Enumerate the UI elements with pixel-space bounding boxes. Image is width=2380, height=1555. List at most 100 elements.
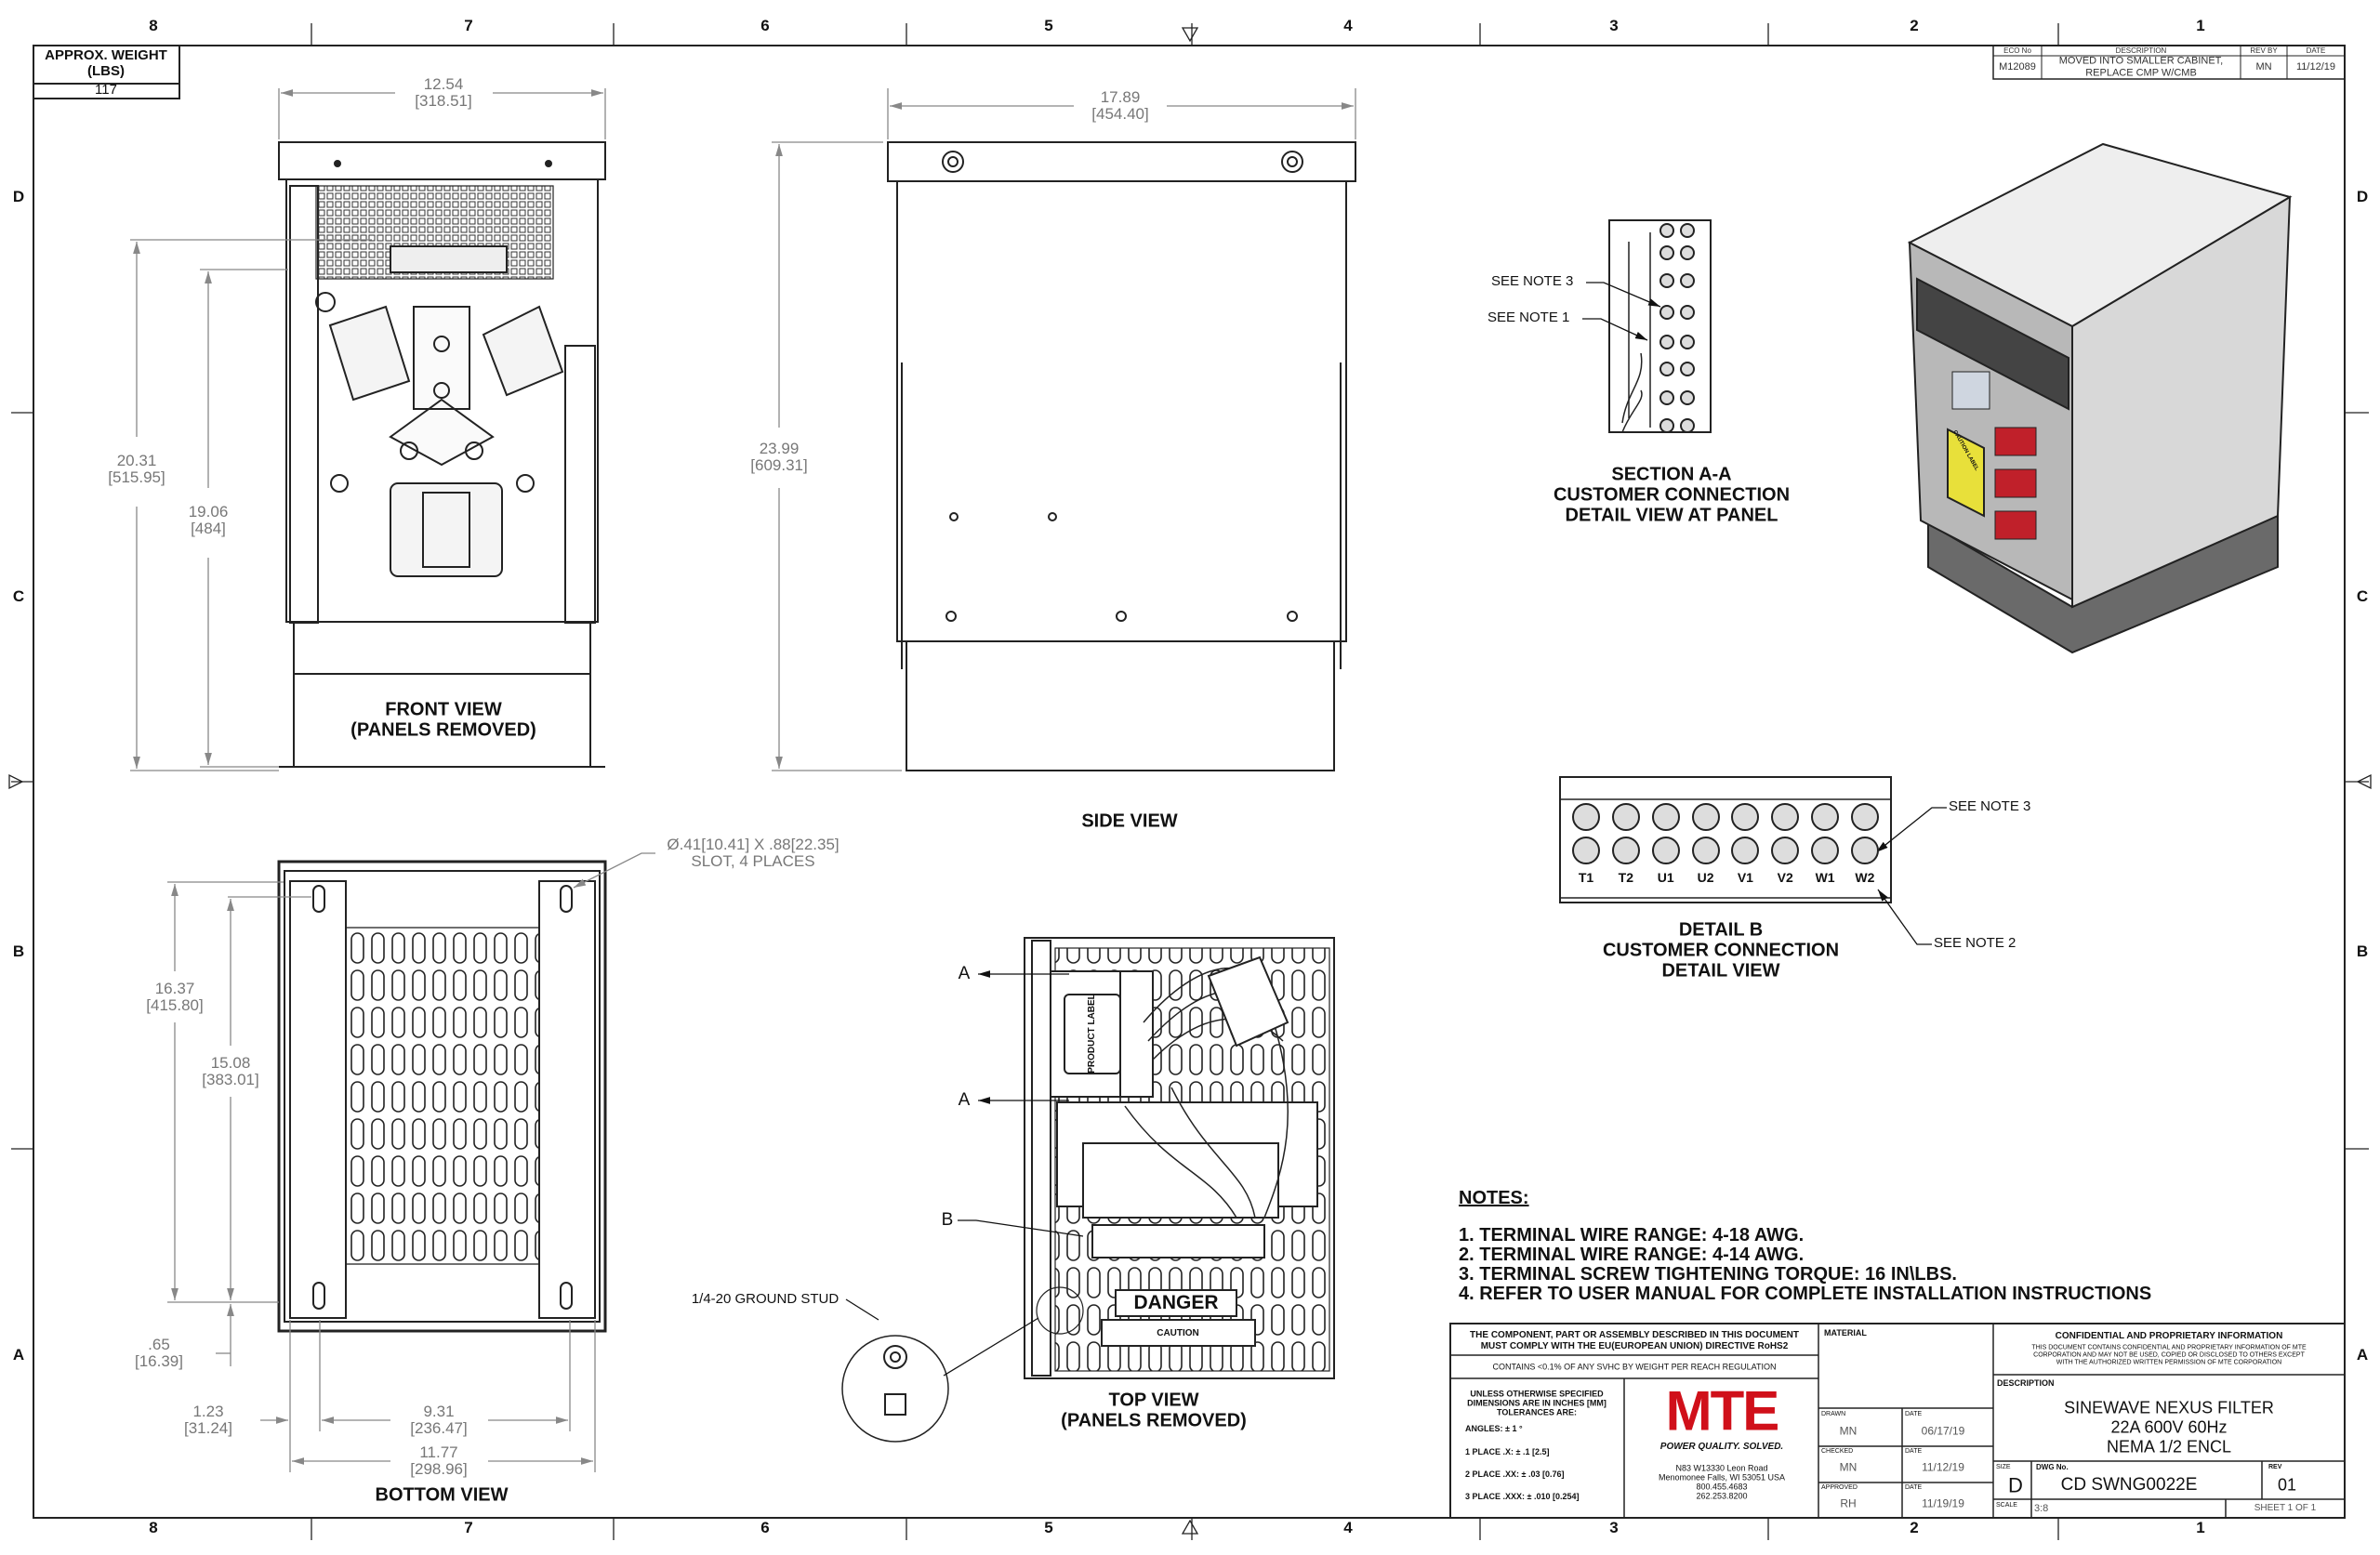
- terminal-u1: U1: [1647, 803, 1685, 896]
- screw-icon: [1611, 837, 1640, 864]
- screw-icon: [1731, 803, 1760, 831]
- size-label: SIZE: [1996, 1464, 2011, 1470]
- weight-value: 117: [95, 82, 117, 99]
- tolerance-line-1: UNLESS OTHERWISE SPECIFIED: [1470, 1389, 1604, 1399]
- slot-note: Ø.41[10.41] X .88[22.35]SLOT, 4 PLACES: [667, 836, 840, 870]
- section-aa-leaders: [1582, 282, 1661, 341]
- side-view-drawing: [887, 141, 1356, 771]
- zone-row-a-right: A: [2356, 1346, 2369, 1364]
- drawn-by: MN: [1839, 1424, 1858, 1438]
- product-label-text: PRODUCT LABEL: [1086, 994, 1097, 1074]
- zone-col-8-bottom: 8: [149, 1519, 158, 1537]
- checked-date: 11/12/19: [1922, 1460, 1964, 1474]
- terminal-t2: T2: [1607, 803, 1645, 896]
- size-value: D: [2008, 1473, 2023, 1497]
- rev-by: MN: [2255, 61, 2272, 73]
- notes-heading: NOTES:: [1459, 1188, 1529, 1208]
- zone-col-8: 8: [149, 17, 158, 35]
- svhc-text: CONTAINS <0.1% OF ANY SVHC BY WEIGHT PER…: [1492, 1362, 1777, 1372]
- detail-b-subtitle-1: CUSTOMER CONNECTION: [1602, 940, 1840, 961]
- rev-header-eco: ECO No: [2003, 46, 2031, 55]
- address-line-2: Menomonee Falls, WI 53051 USA: [1658, 1472, 1786, 1483]
- rev-description-2: REPLACE CMP W/CMB: [2085, 67, 2197, 79]
- terminal-label: V1: [1737, 870, 1753, 885]
- mte-tagline: POWER QUALITY. SOLVED.: [1659, 1441, 1784, 1452]
- tolerance-line-3: TOLERANCES ARE:: [1496, 1407, 1578, 1417]
- terminal-label: U2: [1697, 870, 1714, 885]
- danger-label: DANGER: [1133, 1291, 1219, 1313]
- zone-col-7: 7: [464, 17, 473, 35]
- zone-col-5-bottom: 5: [1044, 1519, 1053, 1537]
- zone-col-6-bottom: 6: [760, 1519, 770, 1537]
- section-aa-callout-note3: SEE NOTE 3: [1491, 273, 1574, 289]
- zone-col-1: 1: [2196, 17, 2205, 35]
- screw-icon: [1811, 803, 1840, 831]
- rev-description-1: MOVED INTO SMALLER CABINET,: [2058, 55, 2224, 67]
- terminal-u2: U2: [1687, 803, 1725, 896]
- terminal-label: W1: [1815, 870, 1835, 885]
- address-line-1: N83 W13330 Leon Road: [1675, 1463, 1768, 1473]
- zone-col-6: 6: [760, 17, 770, 35]
- checked-by: MN: [1839, 1460, 1858, 1474]
- drawn-date-label: DATE: [1905, 1411, 1923, 1417]
- detail-mark-b: B: [941, 1210, 954, 1231]
- screw-icon: [1731, 837, 1760, 864]
- mte-logo: MTE: [1665, 1379, 1780, 1443]
- scale-label: SCALE: [1996, 1502, 2017, 1509]
- zone-col-4-bottom: 4: [1343, 1519, 1353, 1537]
- zone-col-3: 3: [1609, 17, 1619, 35]
- description-line-3: NEMA 1/2 ENCL: [2106, 1437, 2232, 1456]
- screw-icon: [1572, 803, 1600, 831]
- sheet-number: SHEET 1 OF 1: [2254, 1502, 2317, 1513]
- terminal-label: T2: [1618, 870, 1634, 885]
- drawn-date: 06/17/19: [1921, 1424, 1965, 1438]
- dim-side-height: 23.99[609.31]: [750, 440, 808, 474]
- dim-bottom-slot-spacing: 9.31[236.47]: [410, 1403, 468, 1437]
- section-aa-callout-note1: SEE NOTE 1: [1488, 310, 1570, 325]
- drawn-label: DRAWN: [1821, 1411, 1846, 1417]
- bottom-view-dimensions: [167, 852, 655, 1472]
- checked-label: CHECKED: [1821, 1448, 1854, 1455]
- rev-header-description: DESCRIPTION: [2115, 46, 2167, 55]
- terminal-label: U1: [1657, 870, 1674, 885]
- screw-icon: [1811, 837, 1840, 864]
- dim-bottom-outer-depth: 16.37[415.80]: [146, 980, 204, 1014]
- ground-stud-label: 1/4-20 GROUND STUD: [691, 1291, 840, 1308]
- section-mark-a-top: A: [958, 964, 971, 984]
- top-view-drawing: [841, 937, 1335, 1443]
- checked-date-label: DATE: [1905, 1448, 1923, 1455]
- description-label: DESCRIPTION: [1997, 1378, 2055, 1388]
- tolerance-line-2: DIMENSIONS ARE IN INCHES [MM]: [1467, 1398, 1606, 1408]
- terminal-label: V2: [1777, 870, 1793, 885]
- zone-row-d-right: D: [2356, 188, 2369, 206]
- terminal-v1: V1: [1726, 803, 1764, 896]
- approved-by: RH: [1840, 1496, 1857, 1510]
- dim-front-width: 12.54[318.51]: [415, 75, 472, 110]
- screw-icon: [1611, 803, 1640, 831]
- approved-date-label: DATE: [1905, 1484, 1923, 1491]
- detail-b-subtitle-2: DETAIL VIEW: [1661, 960, 1780, 982]
- terminal-v2: V2: [1766, 803, 1804, 896]
- terminal-t1: T1: [1567, 803, 1605, 896]
- dim-side-depth: 17.89[454.40]: [1091, 88, 1149, 123]
- zone-col-1-bottom: 1: [2196, 1519, 2205, 1537]
- approved-date: 11/19/19: [1922, 1496, 1964, 1510]
- note-2: 2. TERMINAL WIRE RANGE: 4-14 AWG.: [1459, 1245, 1805, 1265]
- dim-bottom-slot-depth: 15.08[383.01]: [202, 1054, 259, 1088]
- top-view-subtitle: (PANELS REMOVED): [1061, 1410, 1247, 1431]
- screw-icon: [1691, 837, 1720, 864]
- rev-header-revby: REV BY: [2250, 46, 2278, 55]
- confidential-title: CONFIDENTIAL AND PROPRIETARY INFORMATION: [2055, 1330, 2283, 1341]
- screw-icon: [1850, 837, 1879, 864]
- detail-b-callout-note2: SEE NOTE 2: [1934, 935, 2016, 951]
- section-aa-drawing: [1608, 219, 1712, 433]
- tolerance-1-place: 1 PLACE .X: ± .1 [2.5]: [1465, 1447, 1550, 1456]
- side-view-dimensions: [772, 88, 1356, 771]
- detail-b-title: DETAIL B: [1678, 919, 1764, 941]
- tolerance-3-place: 3 PLACE .XXX: ± .010 [0.254]: [1465, 1492, 1580, 1501]
- zone-row-a: A: [12, 1346, 25, 1364]
- front-view-subtitle: (PANELS REMOVED): [350, 719, 536, 741]
- phone-1: 800.455.4683: [1696, 1482, 1748, 1492]
- terminal-w2: W2: [1846, 803, 1884, 896]
